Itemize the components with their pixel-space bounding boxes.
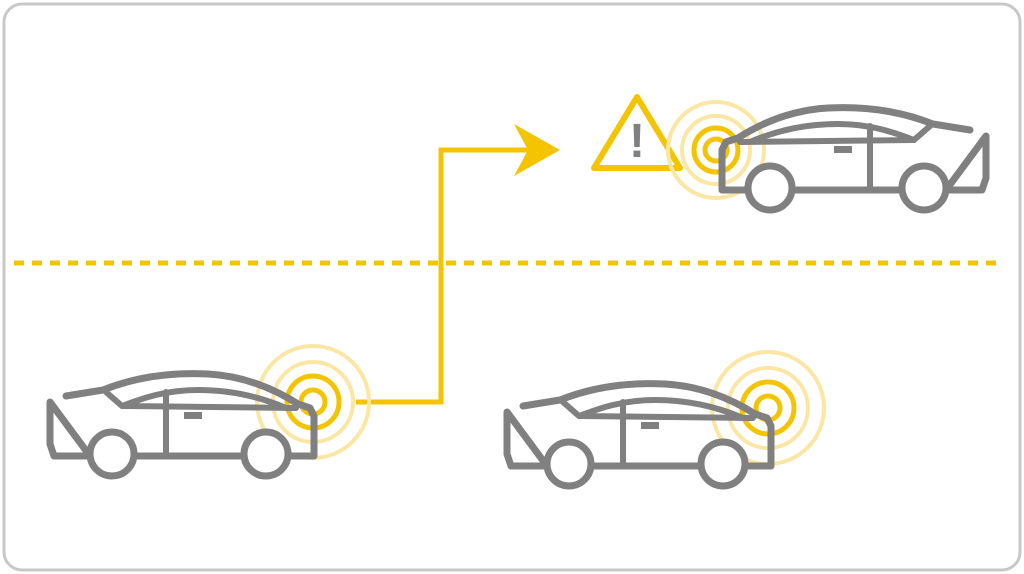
car-icon bbox=[507, 384, 771, 486]
vehicle-ego bbox=[50, 344, 371, 476]
vehicle-ahead bbox=[507, 350, 826, 486]
warning-exclamation: ! bbox=[629, 115, 645, 168]
vehicle-oncoming bbox=[666, 100, 986, 210]
radar-sensor-icon bbox=[666, 100, 766, 200]
car-icon bbox=[50, 374, 314, 476]
warning-triangle-icon: ! bbox=[591, 94, 683, 171]
lane-change-arrow bbox=[356, 124, 560, 405]
